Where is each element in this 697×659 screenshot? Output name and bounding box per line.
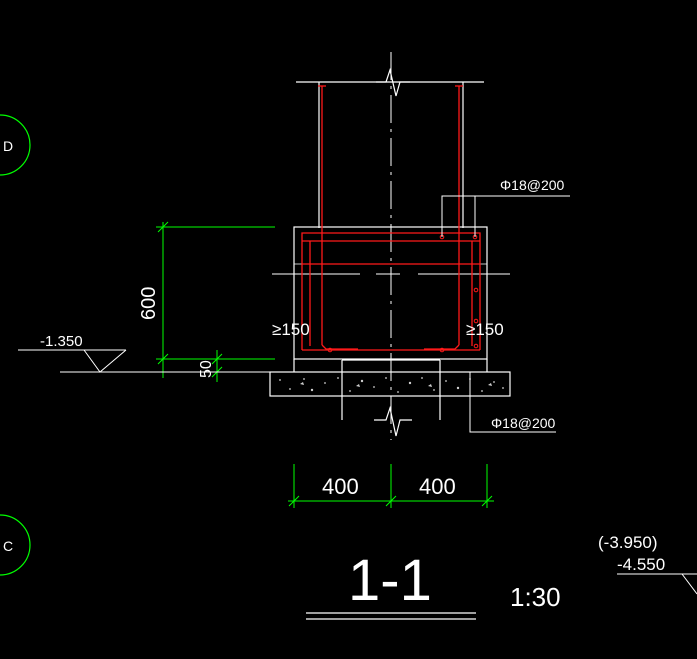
anchorage-left-label: ≥150 [272,320,310,339]
level-bottom-label: -4.550 [617,555,665,574]
grid-axis-c-label: C [3,538,13,554]
level-ground-label: -1.350 [40,333,83,350]
callout-bottom-label: Φ18@200 [491,415,556,431]
dimension-cushion [211,350,268,382]
cushion-hatch [279,377,504,393]
dimension-height [156,221,275,378]
dimension-height-label: 600 [138,287,160,320]
grid-axis-d: D [0,114,31,176]
callout-top-label: Φ18@200 [500,177,565,193]
section-title-underline [306,612,476,620]
dimension-width [288,464,494,508]
drawing-scale: 1:30 [510,582,561,612]
break-symbol-bottom [374,405,412,437]
callout-top-leader [441,195,570,237]
level-mark-ground [18,349,270,373]
rebar-cage [301,85,481,351]
pile-below [293,359,488,420]
grid-axis-c: C [0,514,31,576]
dimension-cushion-label: 50 [198,360,215,378]
section-title: 1-1 [348,548,432,613]
callout-bottom-leader [469,372,556,433]
break-symbol-top [376,67,410,97]
anchorage-right-label: ≥150 [466,320,504,339]
wall-above [296,81,484,228]
dimension-left-width-label: 400 [322,474,359,499]
rebar-dots [327,234,479,353]
grid-axis-d-label: D [3,138,13,154]
dimension-right-width-label: 400 [419,474,456,499]
level-mark-bottom [617,573,697,595]
level-bottom-paren-label: (-3.950) [598,533,658,552]
cushion-layer [269,371,511,397]
